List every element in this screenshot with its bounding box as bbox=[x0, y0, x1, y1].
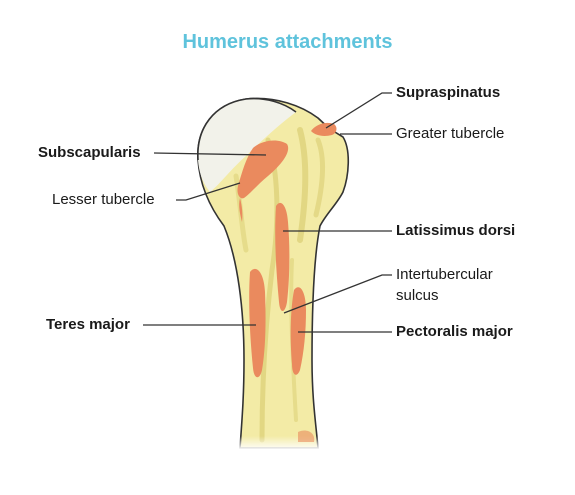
label-latissimus-dorsi: Latissimus dorsi bbox=[396, 222, 516, 239]
label-greater-tubercle: Greater tubercle bbox=[396, 125, 505, 142]
diagram-title: Humerus attachments bbox=[182, 31, 393, 53]
latissimus-dorsi-attachment bbox=[275, 202, 290, 311]
label-intertubercular: Intertubercular bbox=[396, 266, 493, 283]
distal-attachment-fragment bbox=[298, 430, 315, 442]
subscapularis-leader bbox=[153, 152, 267, 156]
intertubercular-leader bbox=[283, 274, 392, 314]
humerus-head bbox=[197, 98, 296, 192]
lesser-tubercle-leader bbox=[176, 182, 241, 201]
subscapularis-tail bbox=[239, 198, 243, 222]
label-teres-major: Teres major bbox=[46, 316, 130, 333]
label-pectoralis-major: Pectoralis major bbox=[396, 323, 513, 340]
label-supraspinatus: Supraspinatus bbox=[396, 84, 501, 101]
supraspinatus-leader bbox=[325, 92, 392, 129]
label-lesser-tubercle: Lesser tubercle bbox=[52, 191, 155, 208]
humerus-bone bbox=[197, 97, 350, 450]
leader-lines bbox=[143, 92, 392, 333]
teres-major-attachment bbox=[249, 268, 266, 378]
label-subscapularis: Subscapularis bbox=[38, 144, 141, 161]
label-sulcus: sulcus bbox=[396, 287, 439, 304]
